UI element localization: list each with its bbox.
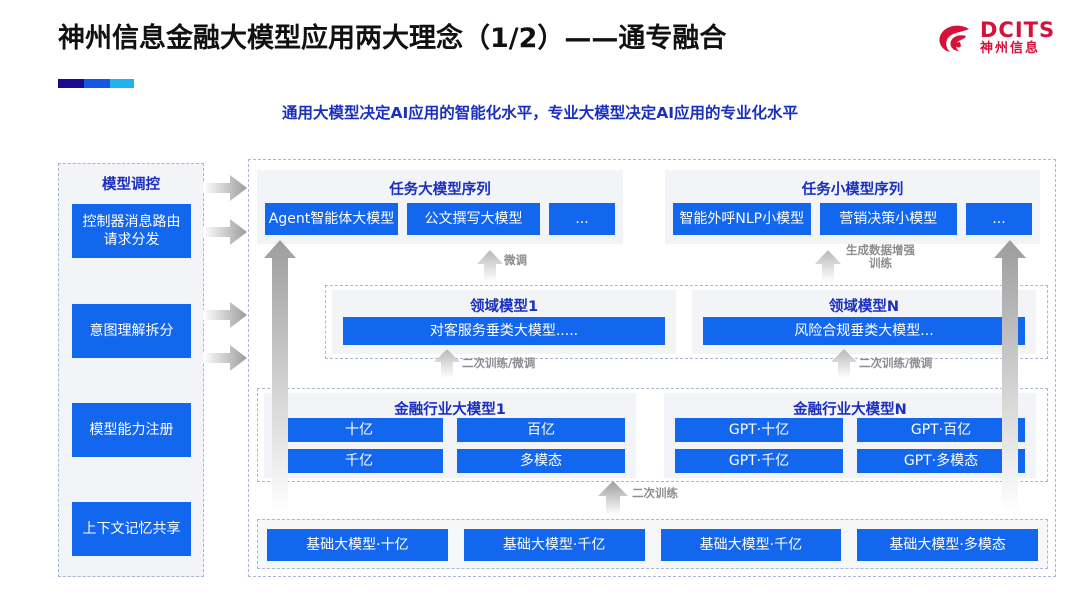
base-models-row: 基础大模型·十亿 基础大模型·千亿 基础大模型·千亿 基础大模型·多模态 xyxy=(267,529,1038,561)
base-model-10y[interactable]: 基础大模型·十亿 xyxy=(267,529,448,561)
sidebar-item-controller-routing[interactable]: 控制器消息路由请求分发 xyxy=(72,204,191,258)
task-small-title: 任务小模型序列 xyxy=(801,182,904,198)
task-large-panel: 任务大模型序列 Agent智能体大模型 公文撰写大模型 ... xyxy=(257,170,623,244)
title-accent-bar xyxy=(58,79,134,88)
industry-model-1-grid: 十亿 百亿 千亿 多模态 xyxy=(275,418,625,473)
domain-model-1-item[interactable]: 对客服务垂类大模型..... xyxy=(343,317,665,345)
logo-brand-latin: DCITS xyxy=(980,18,1056,42)
industry-1-multimodal[interactable]: 多模态 xyxy=(457,449,625,473)
industry-model-n-grid: GPT·十亿 GPT·百亿 GPT·千亿 GPT·多模态 xyxy=(675,418,1025,473)
industry-model-n-panel: 金融行业大模型N GPT·十亿 GPT·百亿 GPT·千亿 GPT·多模态 xyxy=(664,393,1036,478)
task-small-item-more[interactable]: ... xyxy=(966,203,1032,235)
flow-arrow-right-3 xyxy=(203,302,247,328)
task-small-item-nlp[interactable]: 智能外呼NLP小模型 xyxy=(673,203,811,235)
industry-n-gpt-10y[interactable]: GPT·十亿 xyxy=(675,418,843,442)
domain-models-container: 领域模型1 对客服务垂类大模型..... 领域模型N 风险合规垂类大模型... xyxy=(325,285,1048,359)
task-large-item-doc[interactable]: 公文撰写大模型 xyxy=(407,203,540,235)
label-retrain: 二次训练 xyxy=(632,486,678,500)
page-subtitle: 通用大模型决定AI应用的智能化水平，专业大模型决定AI应用的专业化水平 xyxy=(281,104,799,122)
task-large-title: 任务大模型序列 xyxy=(389,182,491,198)
label-data-augmentation: 生成数据增强 训练 xyxy=(846,244,915,270)
domain-model-1-panel: 领域模型1 对客服务垂类大模型..... xyxy=(332,290,676,354)
company-logo: DCITS 神州信息 xyxy=(936,19,1062,67)
industry-model-n-title: 金融行业大模型N xyxy=(793,402,907,418)
base-model-multimodal[interactable]: 基础大模型·多模态 xyxy=(857,529,1038,561)
sidebar-panel: 模型调控 控制器消息路由请求分发 意图理解拆分 模型能力注册 上下文记忆共享 xyxy=(58,163,204,577)
label-retrain-finetune-right: 二次训练/微调 xyxy=(859,356,933,370)
sidebar-item-context-memory[interactable]: 上下文记忆共享 xyxy=(72,502,191,556)
industry-model-1-title: 金融行业大模型1 xyxy=(394,402,506,418)
diagram-outer-container: 任务大模型序列 Agent智能体大模型 公文撰写大模型 ... 任务小模型序列 … xyxy=(248,159,1056,577)
task-large-item-more[interactable]: ... xyxy=(549,203,615,235)
task-large-items: Agent智能体大模型 公文撰写大模型 ... xyxy=(265,203,615,235)
sidebar-item-intent-parsing[interactable]: 意图理解拆分 xyxy=(72,304,191,358)
base-model-1000y-b[interactable]: 基础大模型·千亿 xyxy=(660,529,842,561)
flow-arrow-right-1 xyxy=(203,175,247,201)
label-fine-tune: 微调 xyxy=(504,253,527,267)
industry-1-scale-1000y[interactable]: 千亿 xyxy=(275,449,443,473)
label-data-augmentation-line1: 生成数据增强 xyxy=(846,243,915,257)
logo-text-block: DCITS 神州信息 xyxy=(980,19,1055,57)
base-model-1000y-a[interactable]: 基础大模型·千亿 xyxy=(463,529,645,561)
domain-model-n-item[interactable]: 风险合规垂类大模型... xyxy=(703,317,1025,345)
industry-n-gpt-multimodal[interactable]: GPT·多模态 xyxy=(857,449,1025,473)
task-small-items: 智能外呼NLP小模型 营销决策小模型 ... xyxy=(673,203,1032,235)
dcits-swirl-icon xyxy=(939,25,969,52)
task-small-panel: 任务小模型序列 智能外呼NLP小模型 营销决策小模型 ... xyxy=(665,170,1040,244)
sidebar-title: 模型调控 xyxy=(102,177,160,193)
base-models-container: 基础大模型·十亿 基础大模型·千亿 基础大模型·千亿 基础大模型·多模态 xyxy=(257,519,1048,569)
accent-segment-3 xyxy=(110,79,134,88)
industry-n-gpt-1000y[interactable]: GPT·千亿 xyxy=(675,449,843,473)
label-retrain-finetune-left: 二次训练/微调 xyxy=(462,356,536,370)
accent-segment-2 xyxy=(84,79,110,88)
flow-arrow-right-2 xyxy=(203,219,247,245)
domain-model-n-title: 领域模型N xyxy=(828,299,900,315)
label-data-augmentation-line2: 训练 xyxy=(869,256,892,270)
domain-model-n-panel: 领域模型N 风险合规垂类大模型... xyxy=(692,290,1036,354)
page-title: 神州信息金融大模型应用两大理念（1/2）——通专融合 xyxy=(58,23,727,54)
task-large-item-agent[interactable]: Agent智能体大模型 xyxy=(265,203,398,235)
task-small-item-market[interactable]: 营销决策小模型 xyxy=(819,203,957,235)
industry-1-scale-100y[interactable]: 百亿 xyxy=(457,418,625,442)
domain-model-1-title: 领域模型1 xyxy=(469,299,539,315)
accent-segment-1 xyxy=(58,79,84,88)
logo-brand-cn: 神州信息 xyxy=(980,41,1041,56)
industry-models-container: 金融行业大模型1 十亿 百亿 千亿 多模态 金融行业大模型N GPT·十亿 GP… xyxy=(257,388,1048,482)
industry-model-1-panel: 金融行业大模型1 十亿 百亿 千亿 多模态 xyxy=(264,393,636,478)
flow-arrow-right-4 xyxy=(203,345,247,371)
sidebar-item-capability-registry[interactable]: 模型能力注册 xyxy=(72,403,191,457)
industry-n-gpt-100y[interactable]: GPT·百亿 xyxy=(857,418,1025,442)
industry-1-scale-10y[interactable]: 十亿 xyxy=(275,418,443,442)
